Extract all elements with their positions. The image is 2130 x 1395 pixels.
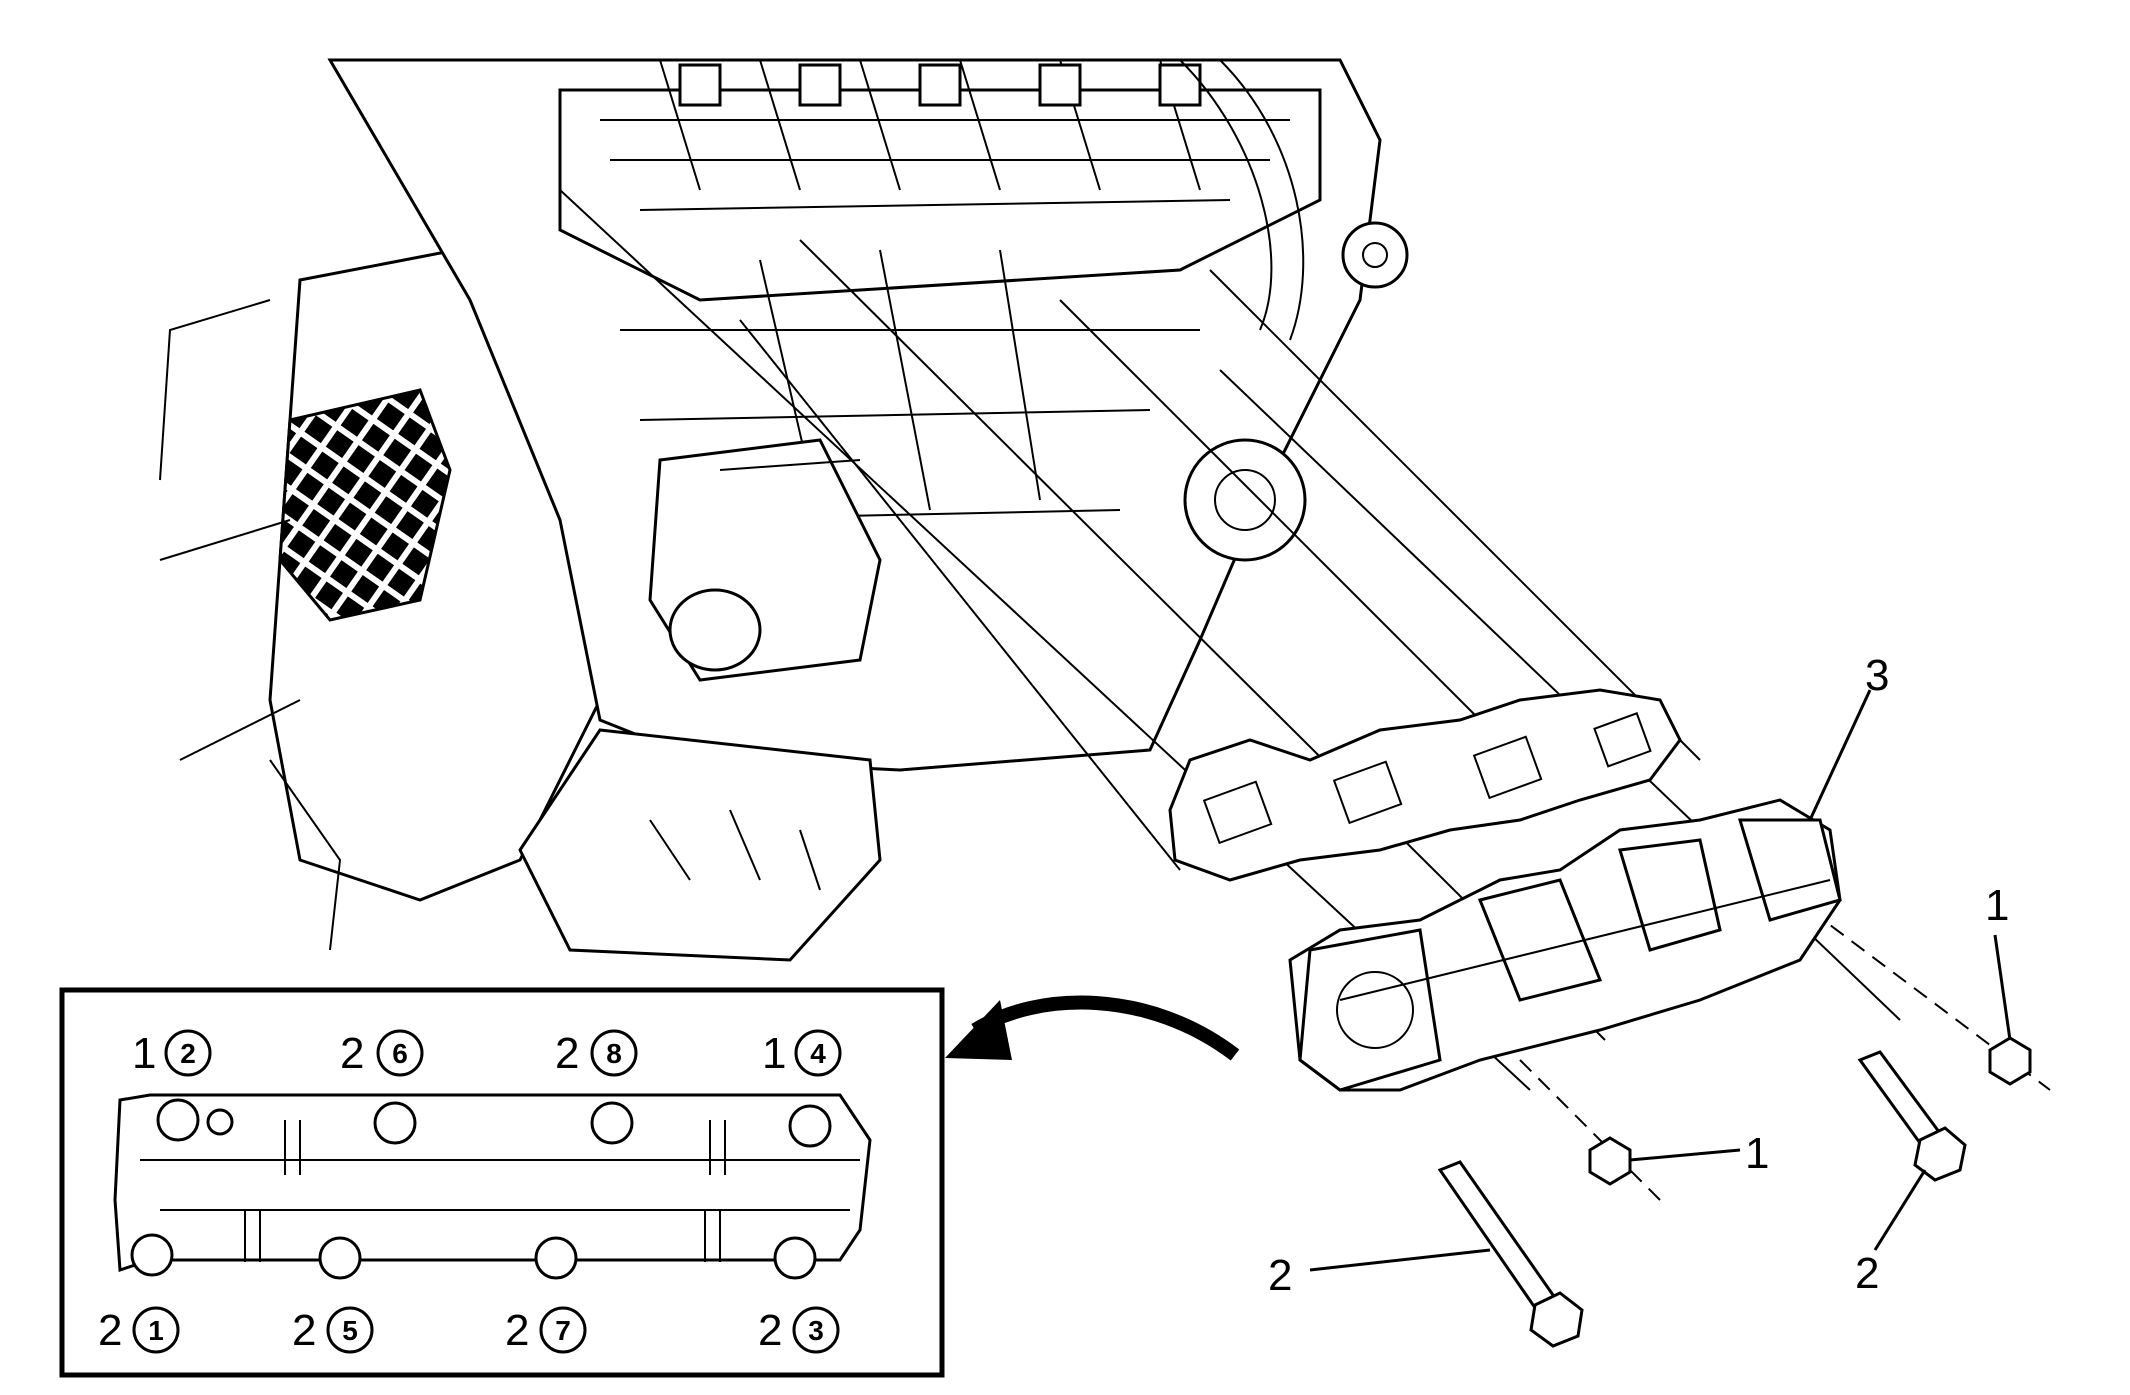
sequence-number: 7 <box>555 1315 571 1346</box>
callout-labels: 3 1 1 2 2 <box>1268 651 2009 1300</box>
part-number: 1 <box>762 1029 786 1078</box>
sequence-number: 2 <box>180 1038 196 1069</box>
callout-nut-upper: 1 <box>1985 881 2009 930</box>
callout-bolt-right: 2 <box>1855 1249 1879 1298</box>
callout-manifold: 3 <box>1865 651 1889 700</box>
bolt-left <box>1437 1160 1584 1348</box>
heat-shield-mesh <box>278 388 452 622</box>
sequence-number: 5 <box>342 1315 358 1346</box>
part-number: 2 <box>758 1306 782 1355</box>
part-number: 1 <box>132 1029 156 1078</box>
sequence-bottom-2: 2 5 <box>292 1306 374 1355</box>
sequence-bottom-1: 2 1 <box>98 1306 180 1355</box>
callout-bolt-left: 2 <box>1268 1251 1292 1300</box>
engine-assembly <box>159 58 1409 962</box>
exhaust-manifold <box>1288 798 1842 1092</box>
manifold-gasket <box>1168 688 1682 882</box>
sequence-top-3: 2 8 <box>555 1029 638 1078</box>
part-number: 2 <box>555 1029 579 1078</box>
leader-lines <box>1309 689 2012 1272</box>
nut-lower <box>1588 1136 1632 1186</box>
fasteners <box>1437 1036 2032 1348</box>
sequence-number: 1 <box>148 1315 164 1346</box>
nut-upper-right <box>1988 1036 2032 1086</box>
part-number: 2 <box>98 1306 122 1355</box>
sequence-number: 3 <box>808 1315 824 1346</box>
sequence-top-1: 1 2 <box>132 1029 212 1078</box>
sequence-number: 4 <box>810 1038 826 1069</box>
part-number: 2 <box>292 1306 316 1355</box>
sequence-bottom-3: 2 7 <box>505 1306 587 1355</box>
part-number: 2 <box>340 1029 364 1078</box>
sequence-top-4: 1 4 <box>762 1029 842 1078</box>
sequence-number: 6 <box>392 1038 408 1069</box>
curved-arrow-icon <box>945 995 1240 1061</box>
tightening-sequence-inset: 1 2 2 6 2 8 1 4 2 1 2 5 <box>59 987 945 1378</box>
sequence-bottom-4: 2 3 <box>758 1306 840 1355</box>
part-number: 2 <box>505 1306 529 1355</box>
bolt-right <box>1857 1050 1967 1182</box>
sequence-number: 8 <box>606 1038 622 1069</box>
sequence-top-2: 2 6 <box>340 1029 424 1078</box>
callout-nut-lower: 1 <box>1745 1129 1769 1178</box>
